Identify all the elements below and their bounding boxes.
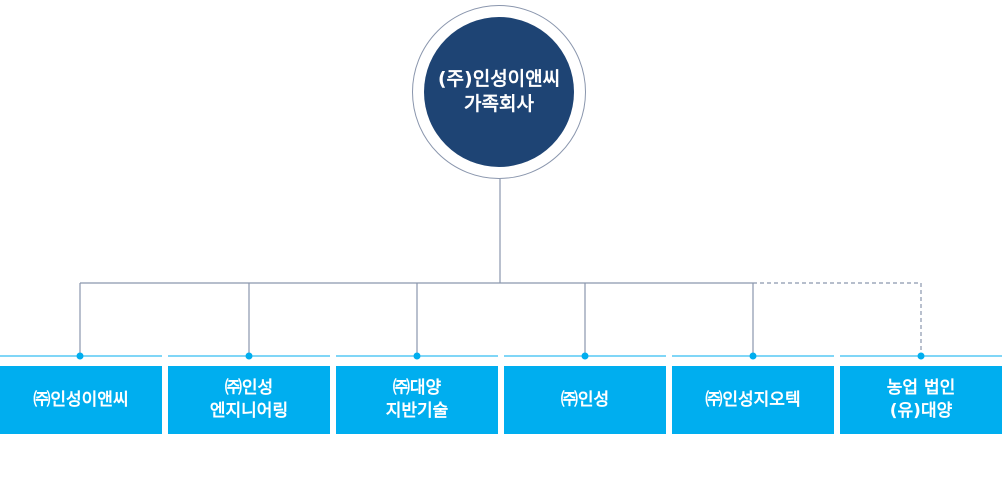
- company-box-5: ㈜인성지오텍: [672, 366, 834, 434]
- company-box-4-line1: ㈜인성: [560, 389, 610, 410]
- company-box-3: ㈜대양 지반기술: [336, 366, 498, 434]
- company-box-5-line1: ㈜인성지오텍: [705, 389, 801, 410]
- company-box-3-line2: 지반기술: [385, 401, 449, 421]
- top-node: (주)인성이앤씨 가족회사: [424, 17, 574, 167]
- connector-dot-6: [917, 352, 925, 360]
- company-box-3-line1: ㈜대양: [392, 378, 442, 398]
- company-box-6: 농업 법인 (유)대양: [840, 366, 1002, 434]
- company-box-4: ㈜인성: [504, 366, 666, 434]
- connector-dot-1: [76, 352, 84, 360]
- connector-dot-3: [413, 352, 421, 360]
- company-box-6-line1: 농업 법인: [886, 378, 956, 398]
- company-box-2-line2: 엔지니어링: [209, 401, 289, 421]
- company-box-1: ㈜인성이앤씨: [0, 366, 162, 434]
- top-node-line1: (주)인성이앤씨: [437, 68, 561, 90]
- connector-dot-2: [245, 352, 253, 360]
- connector-dot-4: [581, 352, 589, 360]
- company-box-2-line1: ㈜인성: [224, 378, 274, 398]
- top-node-line2: 가족회사: [464, 93, 534, 115]
- connector-dot-5: [749, 352, 757, 360]
- company-box-2: ㈜인성 엔지니어링: [168, 366, 330, 434]
- company-box-6-line2: (유)대양: [889, 401, 953, 421]
- company-box-1-line1: ㈜인성이앤씨: [33, 389, 129, 410]
